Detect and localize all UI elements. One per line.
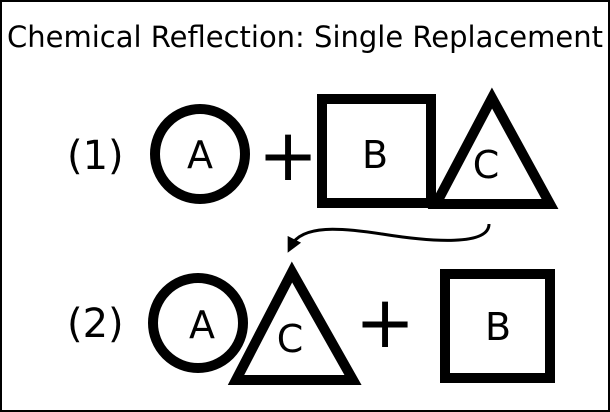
step2-triangle-letter: C (277, 317, 304, 361)
step2-label: (2) (67, 301, 124, 347)
step1-triangle-letter: C (473, 143, 500, 187)
step1-plus-sign: + (258, 113, 318, 197)
step2-circle-letter: A (189, 303, 215, 347)
step1-square (317, 94, 436, 208)
step2-triangle (227, 261, 362, 385)
step2-plus-sign: + (355, 280, 415, 364)
step1-circle (150, 104, 250, 204)
step2-square-letter: B (485, 305, 511, 349)
step1-square-letter: B (362, 133, 388, 177)
step1-triangle (427, 87, 559, 209)
step1-circle-letter: A (187, 133, 213, 177)
step2-square (440, 269, 555, 383)
step2-circle (148, 273, 248, 373)
step1-label: (1) (67, 133, 124, 179)
replacement-arrow (287, 223, 491, 253)
diagram-title: Chemical Reflection: Single Replacement (7, 20, 603, 54)
